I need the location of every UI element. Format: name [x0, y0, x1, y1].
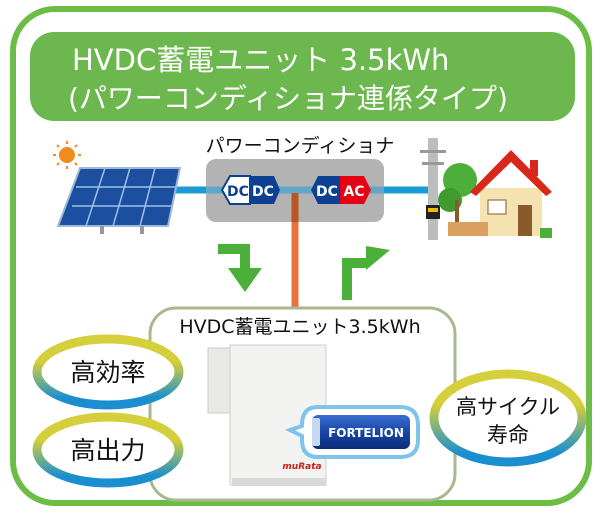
- utility-pole-icon: [420, 138, 446, 240]
- power-conditioner-label: パワーコンディショナ: [206, 135, 395, 157]
- storage-unit-title: HVDC蓄電ユニット3.5kWh: [179, 316, 420, 338]
- svg-text:AC: AC: [343, 184, 364, 200]
- battery-callout: FORTELION: [284, 405, 420, 459]
- svg-text:FORTELION: FORTELION: [328, 426, 404, 440]
- svg-text:高出力: 高出力: [70, 436, 145, 465]
- svg-text:muRata: muRata: [282, 462, 321, 472]
- sun-icon: [53, 141, 81, 169]
- banner-subtitle: (パワーコンディショナ連係タイプ): [68, 82, 508, 115]
- title-banner: [30, 32, 575, 121]
- house-icon: [438, 150, 552, 238]
- dc-dc-converter: DC DC: [220, 175, 280, 205]
- battery-icon: [312, 415, 410, 449]
- svg-text:高効率: 高効率: [70, 358, 145, 387]
- svg-text:寿命: 寿命: [487, 423, 529, 447]
- feature-high-efficiency: 高効率: [32, 334, 184, 410]
- svg-text:DC: DC: [227, 184, 249, 200]
- dc-ac-converter: DC AC: [311, 176, 371, 204]
- svg-text:高サイクル: 高サイクル: [456, 395, 560, 419]
- feature-high-output: 高出力: [32, 412, 184, 488]
- charge-arrow-icon: [218, 244, 262, 292]
- feature-long-cycle-life: 高サイクル 寿命: [429, 369, 587, 467]
- svg-text:DC: DC: [252, 184, 274, 200]
- discharge-arrow-icon: [332, 246, 390, 300]
- banner-title: HVDC蓄電ユニット 3.5kWh: [72, 43, 449, 77]
- svg-text:DC: DC: [316, 184, 338, 200]
- solar-panel-icon: [56, 167, 182, 234]
